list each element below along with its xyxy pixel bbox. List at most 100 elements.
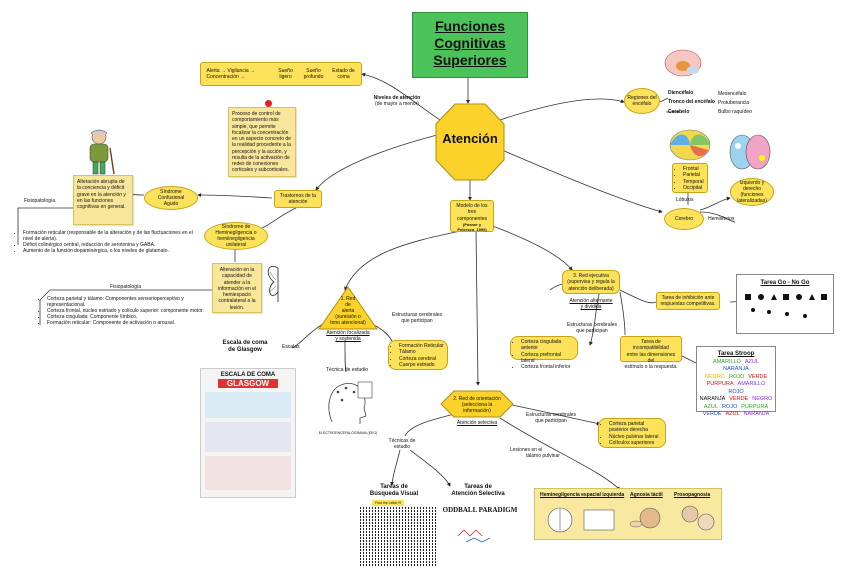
fisiopatologia-2: Fisiopatología <box>110 284 142 290</box>
estructuras-1-b: que participan <box>401 318 433 324</box>
modelo-4: (Posner y <box>462 221 482 227</box>
stroop-word: AZUL <box>725 410 740 417</box>
oddball-label: ODDBALL PARADIGM <box>442 506 518 514</box>
red1-2: de <box>345 302 351 308</box>
brain-region-tronco: Tronco del encéfalo <box>668 99 715 105</box>
stroop-word: NEGRO <box>704 373 725 380</box>
lobulo-2: Temporal <box>683 179 704 185</box>
pin-icon <box>265 100 272 107</box>
stroop-title: Tarea Stroop <box>717 351 755 357</box>
glasgow-label: Escala de coma de Glasgow <box>218 340 272 354</box>
modelo-3: componentes <box>456 215 488 222</box>
inhibicion-1: Tarea de inhibición ante <box>661 295 715 301</box>
title-box: Funciones Cognitivas Superiores <box>412 12 528 78</box>
stroop-word: PURPURA <box>741 403 769 410</box>
tecnicas-1: Técnicas de <box>388 438 416 444</box>
red1-1: 1. Red <box>340 296 356 302</box>
fisio-1-item-2: Aumento de la función dopaminérgica, o l… <box>23 248 198 254</box>
cerebro-oval: Cerebro <box>664 208 704 230</box>
tecnicas-label: Técnicas de estudio <box>382 438 422 450</box>
center-label: Atención <box>442 131 498 146</box>
incompatibilidad-box: Tarea de incompatibilidad entre las dime… <box>620 336 682 370</box>
confusional-note-text: Alteración abrupta de la conciencia y dé… <box>77 179 126 210</box>
fisio-1-item-1: Déficit colinérgico central, reducción d… <box>23 242 198 248</box>
regiones-1: Regiones del <box>627 95 657 101</box>
red1-sub-2: y sostenida <box>335 336 361 342</box>
red3-item-1: Corteza prefrontal lateral <box>521 352 574 365</box>
glasgow-poster-2: GLASGOW <box>218 379 278 388</box>
title-line-2: Cognitivas <box>434 35 506 51</box>
brain-sagittal-icon <box>664 49 702 77</box>
modelo-box: Modelo de los tres componentes (Posner y… <box>450 200 494 232</box>
seleccion-2: Atención Selectiva <box>451 491 505 497</box>
letter-grid <box>360 506 436 566</box>
red2-item-2: Colículos superiores <box>609 440 662 446</box>
fisio-2-item-3: Formación reticular: Componente de activ… <box>47 320 222 326</box>
red1-sub: Atención focalizada y sostenida <box>318 330 378 342</box>
hemi-note: Alteración en la capacidad de atender a … <box>212 263 262 313</box>
fisio-list-1: Formación reticular (responsable de la a… <box>16 230 198 254</box>
fisio-2-item-1: Corteza frontal, núcleo estriado y colíc… <box>47 308 222 314</box>
incompat-3: estímulo o la respuesta. <box>624 364 678 370</box>
seleccion-label: Tareas de Atención Selectiva <box>446 484 510 498</box>
definition-text: Proceso de control de comportamiento más… <box>232 111 291 174</box>
glasgow-1: Escala de coma <box>222 340 268 346</box>
red2-2: (selecciona la información) <box>461 402 493 414</box>
tronco-1: Protuberancia <box>718 100 750 106</box>
brain-region-cerebelo: Cerebelo <box>668 109 690 115</box>
modelo-1: Modelo de los <box>456 203 488 209</box>
alert-chain-1: Alerta → Vigilancia → Concentración → <box>206 67 256 80</box>
escalas-label: Escalas <box>282 344 300 350</box>
red3-item-0: Corteza cingulada anterior <box>521 339 574 352</box>
lesiones-2: tálamo pulvinar <box>526 453 560 459</box>
trastornos-box: Trastornos de la atención <box>274 190 322 208</box>
red2-1: 2. Red de orientación <box>453 396 501 402</box>
confusional-2: Confusional <box>157 195 185 201</box>
trastornos-2: atención <box>288 199 308 206</box>
hemisferios-2: (funciones lateralizadas) <box>737 192 767 204</box>
stroop-word: AZUL <box>703 403 718 410</box>
brain-hemispheres-icon <box>729 134 771 170</box>
estructuras-2-b: que participan <box>535 418 567 424</box>
cerebro-label: Cerebro <box>674 216 694 222</box>
tronco-0: Mesencéfalo <box>718 91 747 97</box>
red3-sub: Atención alternante y dividida <box>562 298 620 310</box>
red3-1: 3. Red ejecutiva <box>573 273 609 279</box>
butterfly-icon <box>267 266 279 302</box>
regiones-2: encéfalo <box>632 101 652 107</box>
red2-item-1: Núcleo pulvinar lateral <box>609 434 662 440</box>
glasgow-poster: ESCALA DE COMA GLASGOW <box>200 368 296 498</box>
lobulo-3: Occipital <box>683 185 704 191</box>
lobulos-label: Lóbulos <box>676 197 694 203</box>
estructuras-3-a: Estructuras cerebrales <box>566 322 618 328</box>
red2-label: 2. Red de orientación (selecciona la inf… <box>448 396 506 414</box>
red2-item-0: Corteza parietal posterior derecha <box>609 421 662 434</box>
oddball-diagram <box>457 529 491 543</box>
glasgow-2: de Glasgow <box>228 347 262 353</box>
tecnica-label: Técnica de estudio <box>326 367 368 373</box>
red1-label: 1. Red de alerta (sumisión o tono atenci… <box>326 296 370 326</box>
seleccion-1: Tareas de <box>464 484 492 490</box>
trastornos-1: Trastornos de la <box>280 193 316 199</box>
glasgow-poster-1: ESCALA DE COMA <box>220 372 276 378</box>
estructuras-1: Estructuras cerebrales que participan <box>384 312 450 324</box>
estructuras-2: Estructuras cerebrales que participan <box>518 412 584 424</box>
estructuras-3-b: que participan <box>576 328 608 334</box>
levels-label: Niveles de atención (de mayor a menor) <box>362 95 432 107</box>
busqueda-label: Tareas de Búsqueda Visual <box>364 484 424 498</box>
red1-item-1: Tálamo <box>399 349 444 355</box>
stroop-word: AMARILLO <box>737 381 766 388</box>
fisio-1-item-0: Formación reticular (responsable de la a… <box>23 230 198 242</box>
stroop-word: VERDE <box>702 410 722 417</box>
sindrome-confusional: Síndrome Confusional Agudo <box>144 186 198 210</box>
estructuras-1-a: Estructuras cerebrales <box>391 312 443 318</box>
modelo-2: tres <box>467 209 477 216</box>
stroop-word: NARANJA <box>723 366 749 373</box>
center-octagon <box>435 103 505 181</box>
red1-item-0: Formación Reticular <box>399 343 444 349</box>
red1-4: (sumisión o <box>335 314 361 320</box>
